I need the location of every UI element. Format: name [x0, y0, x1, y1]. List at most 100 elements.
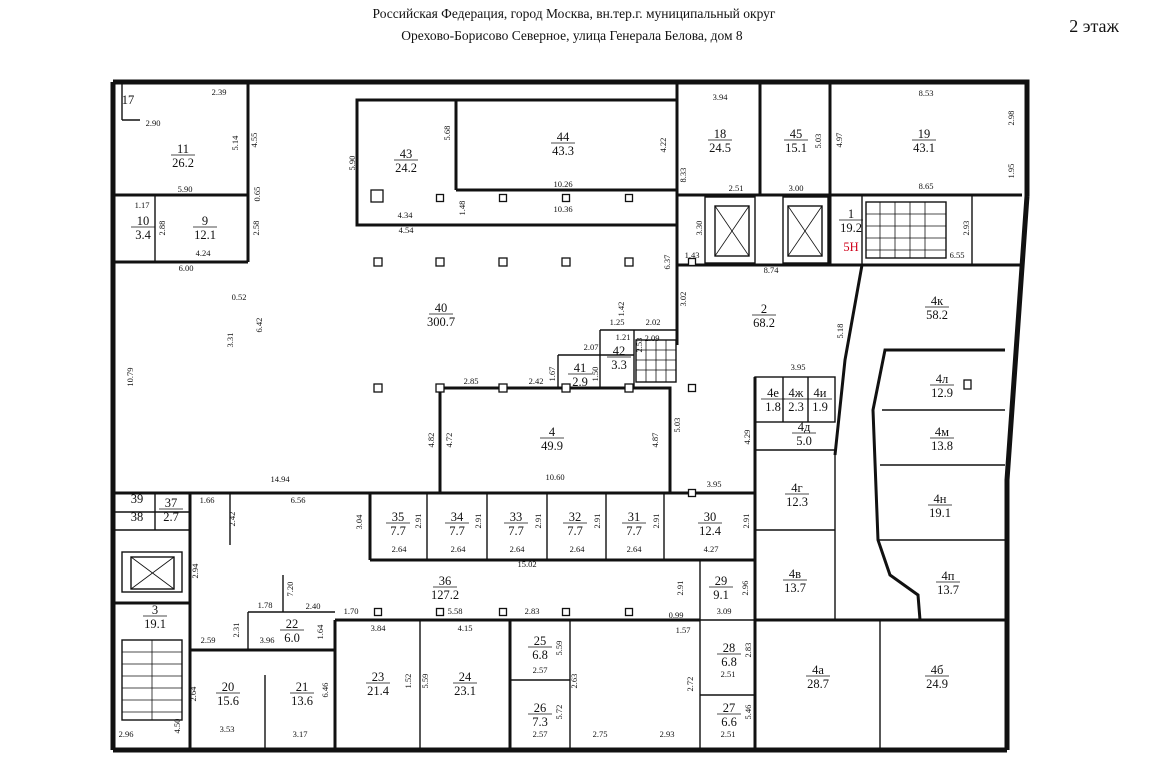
dimension-label: 3.94	[713, 92, 729, 102]
room-10: 103.4	[131, 214, 155, 242]
room-number: 19	[918, 127, 931, 141]
label-5n: 5Н	[843, 240, 858, 254]
column-icon	[561, 193, 571, 203]
dimension-label: 8.33	[678, 168, 688, 183]
dimension-label: 8.53	[919, 88, 934, 98]
dimension-label: 2.51	[721, 669, 736, 679]
dimension-label: 1.25	[610, 317, 625, 327]
column-icon	[687, 257, 697, 267]
column-icon	[435, 193, 445, 203]
dimension-label: 4.24	[196, 248, 212, 258]
room-number: 25	[534, 634, 547, 648]
column-icon	[373, 257, 383, 267]
room-area: 21.4	[367, 684, 390, 698]
dimension-label: 4.72	[444, 433, 454, 448]
room-area: 26.2	[172, 156, 194, 170]
room-number: 36	[439, 574, 452, 588]
room-area: 19.1	[929, 506, 951, 520]
room-area: 43.1	[913, 141, 935, 155]
dimension-label: 7.20	[285, 582, 295, 597]
dimension-label: 4.97	[834, 133, 844, 148]
room-labels: 171126.2103.4912.14324.24443.31824.54515…	[122, 93, 960, 729]
room-area: 12.3	[786, 495, 808, 509]
dimension-label: 6.46	[320, 683, 330, 698]
room-area: 13.7	[784, 581, 806, 595]
room-number: 44	[557, 130, 570, 144]
column-icon	[498, 193, 508, 203]
dimension-label: 2.64	[627, 544, 643, 554]
dimension-label: 3.17	[293, 729, 308, 739]
dimension-label: 2.93	[961, 221, 971, 236]
room-area: 2.9	[572, 375, 588, 389]
dimension-label: 2.51	[721, 729, 736, 739]
dimension-label: 1.57	[676, 625, 691, 635]
room-area: 19.1	[144, 617, 166, 631]
room-number: 39	[131, 492, 144, 506]
room-area: 7.7	[626, 524, 642, 538]
room-area: 6.8	[721, 655, 737, 669]
dimension-label: 1.70	[344, 606, 359, 616]
dimension-label: 0.99	[669, 610, 684, 620]
dimension-label: 6.55	[950, 250, 965, 260]
floor-label: 2 этаж	[1069, 16, 1119, 36]
room-area: 7.7	[567, 524, 583, 538]
room-4: 449.9	[540, 425, 564, 453]
dimension-label: 5.58	[448, 606, 463, 616]
room-26: 267.3	[528, 701, 552, 729]
room-number: 4г	[791, 481, 802, 495]
room-area: 7.7	[390, 524, 406, 538]
room-32: 327.7	[563, 510, 587, 538]
room-39: 39	[131, 492, 144, 506]
dimension-label: 2.42	[529, 376, 544, 386]
room-38: 38	[131, 510, 144, 524]
room-25: 256.8	[528, 634, 552, 662]
dimension-label: 1.17	[135, 200, 150, 210]
dimension-label: 2.91	[741, 514, 751, 529]
dimension-label: 2.98	[1006, 111, 1016, 126]
dimension-label: 10.26	[553, 179, 572, 189]
dimension-label: 4.54	[399, 225, 415, 235]
dimension-label: 3.09	[717, 606, 732, 616]
dimension-label: 2.39	[212, 87, 227, 97]
room-2: 268.2	[752, 302, 776, 330]
room-area: 12.4	[699, 524, 722, 538]
room-29: 299.1	[709, 574, 733, 602]
dimensions: 2.392.905.901.174.246.000.5210.2610.364.…	[119, 87, 1016, 739]
room-area: 24.9	[926, 677, 948, 691]
dimension-label: 2.91	[473, 514, 483, 529]
room-number: 4б	[931, 663, 944, 677]
room-number: 34	[451, 510, 464, 524]
room-number: 4ж	[789, 386, 804, 400]
dimension-label: 0.65	[252, 187, 262, 202]
room-number: 10	[137, 214, 150, 228]
room-area: 15.6	[217, 694, 239, 708]
dimension-label: 2.91	[675, 581, 685, 596]
dimension-label: 5.90	[347, 156, 357, 171]
room-number: 4в	[789, 567, 801, 581]
dimension-label: 4.87	[650, 433, 660, 448]
dimension-label: 2.64	[510, 544, 526, 554]
room-number: 4д	[798, 420, 811, 434]
dimension-label: 0.52	[232, 292, 247, 302]
room-area: 1.9	[812, 400, 828, 414]
dimension-label: 3.30	[694, 221, 704, 236]
room-area: 24.5	[709, 141, 731, 155]
room-42: 423.3	[607, 344, 631, 372]
room-number: 27	[723, 701, 736, 715]
room-number: 23	[372, 670, 385, 684]
room-31: 317.7	[622, 510, 646, 538]
room-27: 276.6	[717, 701, 741, 729]
dimension-label: 2.72	[685, 677, 695, 692]
room-number: 3	[152, 603, 158, 617]
room-number: 28	[723, 641, 736, 655]
room-area: 7.7	[449, 524, 465, 538]
